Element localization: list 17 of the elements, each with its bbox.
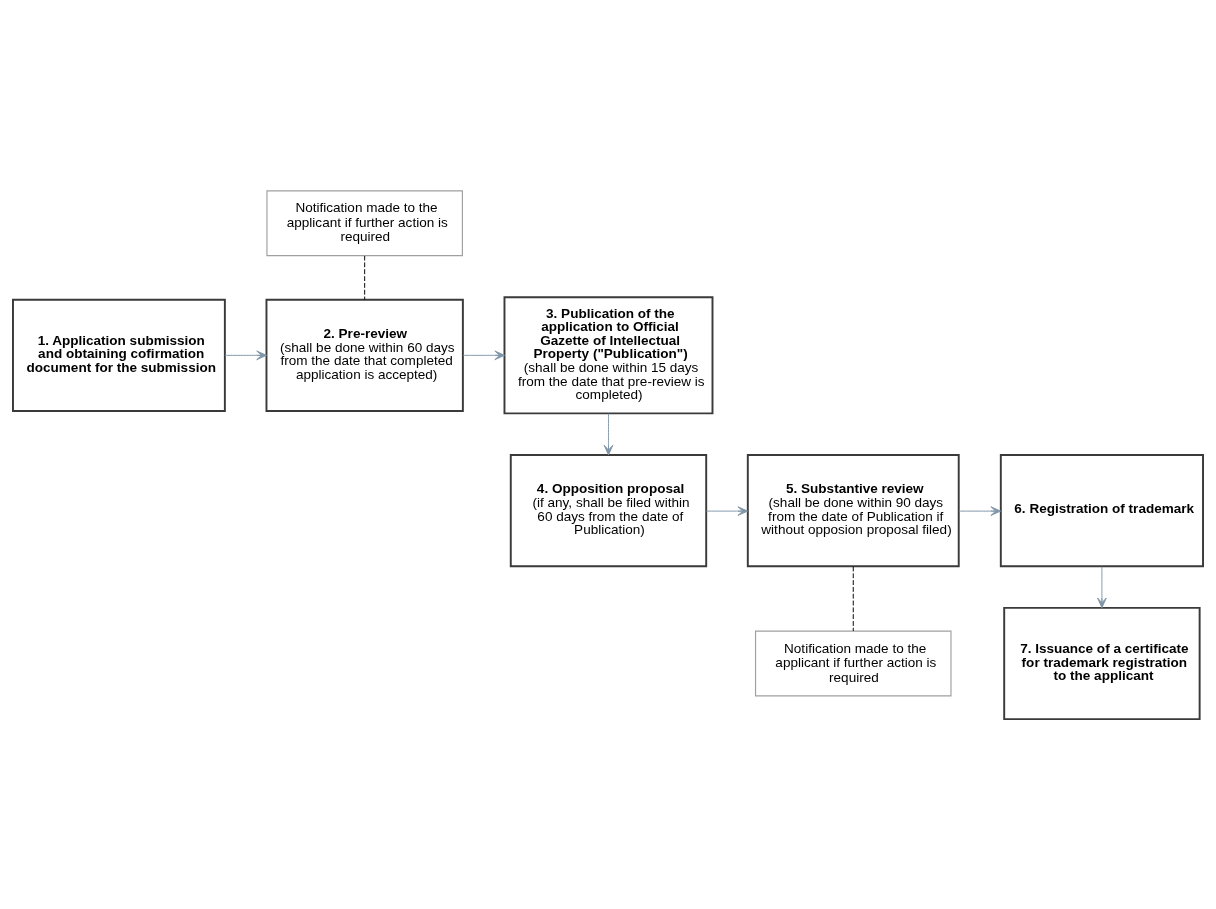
arrow xyxy=(603,412,614,455)
connector xyxy=(852,565,854,631)
node-box: 4. Opposition proposal (if any, shall be filed within 60 days from the date of Publication) xyxy=(509,453,708,567)
arrow xyxy=(958,505,1002,516)
arrow xyxy=(705,505,749,516)
arrow xyxy=(462,350,505,360)
node-box: Notification made to the applicant if further action is required xyxy=(266,189,463,256)
arrow xyxy=(1097,565,1107,608)
node-box: 3. Publication of the application to Official Gazette of Intellectual Property ("Publication") (shall be done within 15 days from the date that pre-review is completed) xyxy=(503,295,714,414)
connector xyxy=(364,254,366,300)
node-box: 1. Application submission and obtaining cofirmation document for the submission xyxy=(12,298,226,412)
node-box: 5. Substantive review (shall be done within 90 days from the date of Publication if without opposion proposal filed) xyxy=(746,453,960,567)
node-box: 2. Pre-review (shall be done within 60 days from the date that completed application is accepted) xyxy=(265,298,464,412)
node-box: Notification made to the applicant if further action is required xyxy=(754,630,952,696)
node-box: 6. Registration of trademark xyxy=(999,453,1204,567)
node-box: 7. Issuance of a certificate for trademark registration to the applicant xyxy=(1003,606,1201,720)
arrow xyxy=(224,350,267,360)
